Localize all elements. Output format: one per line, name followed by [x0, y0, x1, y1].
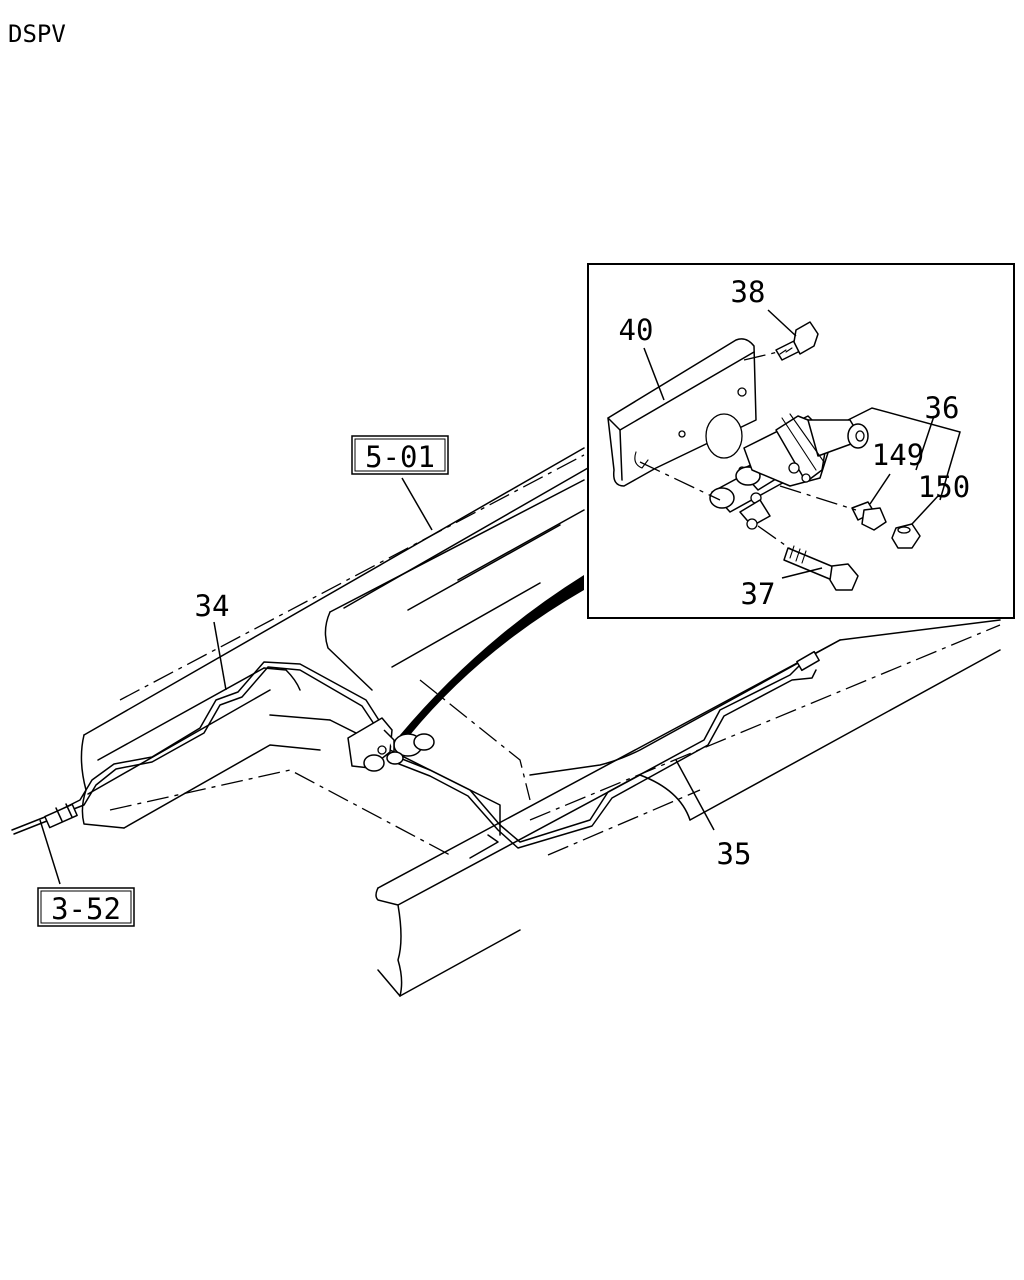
clutch-master-cylinder-36 — [709, 413, 869, 530]
callout-149: 149 — [872, 438, 924, 472]
ref-box-5-01[interactable]: 5-01 — [351, 435, 449, 475]
bracket-40 — [607, 338, 757, 487]
bolt-38 — [775, 321, 819, 361]
callout-37: 37 — [741, 577, 776, 611]
ref-label-3-52: 3-52 — [51, 892, 121, 926]
callout-150: 150 — [918, 470, 970, 504]
bolt-37 — [783, 545, 859, 591]
diagram-code: DSPV — [8, 20, 66, 48]
callout-40: 40 — [619, 313, 654, 347]
master-cylinder-mounted — [347, 717, 435, 772]
callout-36: 36 — [925, 391, 960, 425]
ref-box-3-52[interactable]: 3-52 — [37, 887, 135, 927]
callout-38: 38 — [731, 275, 766, 309]
leader-lines — [39, 309, 961, 885]
clutch-pipes — [11, 650, 820, 849]
callout-34: 34 — [195, 589, 230, 623]
callout-35: 35 — [717, 837, 752, 871]
inset-detail — [607, 321, 921, 591]
fitting-149 — [851, 501, 887, 531]
fitting-150 — [891, 523, 921, 549]
ref-label-5-01: 5-01 — [365, 440, 435, 474]
